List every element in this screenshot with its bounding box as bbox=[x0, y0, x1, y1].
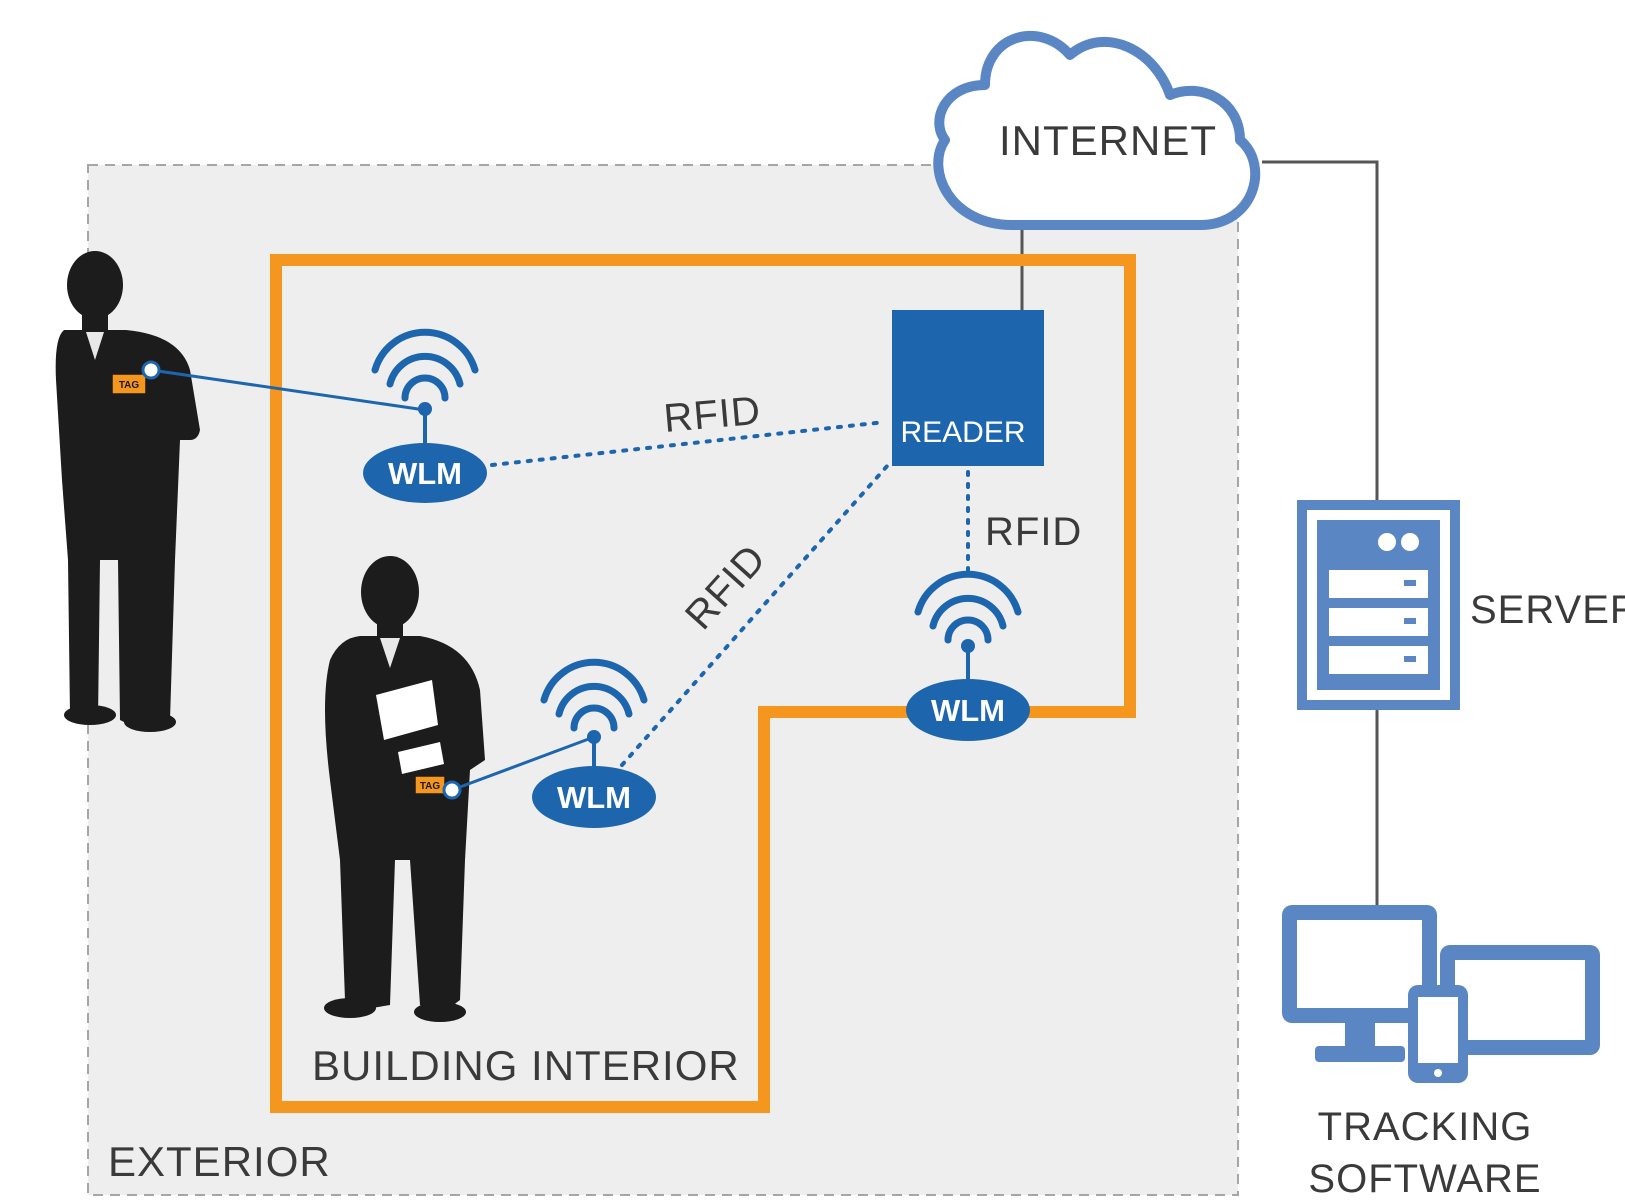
tag-node-1 bbox=[141, 360, 161, 380]
rfid-link-diagonal bbox=[620, 463, 890, 767]
person-shirt bbox=[86, 332, 104, 360]
wlm-node: WLM bbox=[363, 328, 487, 503]
rfid-links bbox=[490, 420, 970, 767]
person-silhouette bbox=[55, 251, 200, 732]
wifi-icon bbox=[371, 328, 479, 402]
clipboard bbox=[376, 680, 438, 740]
wlm-node: WLM bbox=[906, 570, 1030, 741]
wlm-label: WLM bbox=[931, 693, 1005, 728]
server-icon bbox=[1297, 500, 1460, 710]
reader-box: READER bbox=[892, 310, 1044, 466]
clipboard bbox=[398, 742, 444, 774]
cable-internet-server bbox=[1262, 160, 1379, 505]
building-interior-outline bbox=[270, 254, 1136, 1113]
wlm-label: WLM bbox=[557, 780, 631, 815]
desktop-monitor-icon bbox=[1282, 905, 1437, 1062]
person-shirt bbox=[380, 638, 400, 668]
tag-node-2 bbox=[442, 780, 462, 800]
rfid-label-right: RFID bbox=[985, 510, 1082, 554]
tracking-label-line2: SOFTWARE bbox=[1308, 1157, 1541, 1200]
wlm-label: WLM bbox=[388, 456, 462, 491]
person-silhouette bbox=[324, 556, 485, 1022]
tag-link-1 bbox=[150, 368, 426, 412]
wifi-icon bbox=[914, 570, 1022, 644]
server-label: SERVER bbox=[1470, 588, 1625, 632]
exterior-label: EXTERIOR bbox=[108, 1138, 331, 1185]
tag-label-2: TAG bbox=[420, 781, 441, 792]
rfid-label-top: RFID bbox=[662, 389, 763, 441]
tag-badge-1 bbox=[111, 373, 147, 395]
tag-link-2 bbox=[451, 735, 595, 792]
wifi-icon bbox=[540, 658, 648, 732]
tracking-label-line1: TRACKING bbox=[1318, 1105, 1533, 1149]
tag-label-1: TAG bbox=[119, 380, 140, 391]
exterior-zone bbox=[87, 164, 1239, 1196]
wlm-node: WLM bbox=[532, 658, 656, 828]
phone-icon bbox=[1408, 985, 1468, 1083]
reader-label: READER bbox=[900, 416, 1025, 449]
building-interior-label: BUILDING INTERIOR bbox=[312, 1042, 740, 1089]
internet-label: INTERNET bbox=[999, 117, 1217, 164]
tablet-icon bbox=[1440, 945, 1600, 1055]
cloud-icon: INTERNET bbox=[933, 30, 1261, 230]
tracking-devices bbox=[1282, 905, 1600, 1083]
